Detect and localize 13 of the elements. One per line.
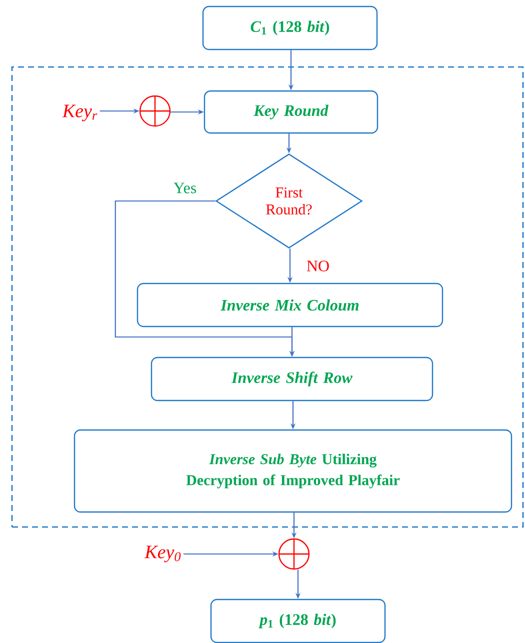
xor-symbol xyxy=(139,95,171,127)
process-box: Inverse Shift Row xyxy=(150,356,434,402)
process-box: Inverse Sub Byte Utilizing Decryption of Improved Playfair xyxy=(74,429,512,513)
key-label: Key$_{r}$ xyxy=(62,104,98,122)
dashed-region-box xyxy=(11,66,524,528)
key-label: Key$_{0}$ xyxy=(144,546,181,562)
input-box: C$_{1}$ (128 bit) xyxy=(202,6,378,50)
output-box: p$_{1}$ (128 bit) xyxy=(210,598,386,643)
process-box: Key Round xyxy=(204,90,378,134)
xor-symbol xyxy=(278,538,310,570)
process-box: Inverse Mix Coloum xyxy=(136,282,444,328)
edge-label: Yes xyxy=(172,182,198,194)
edge-label: NO xyxy=(305,260,331,272)
